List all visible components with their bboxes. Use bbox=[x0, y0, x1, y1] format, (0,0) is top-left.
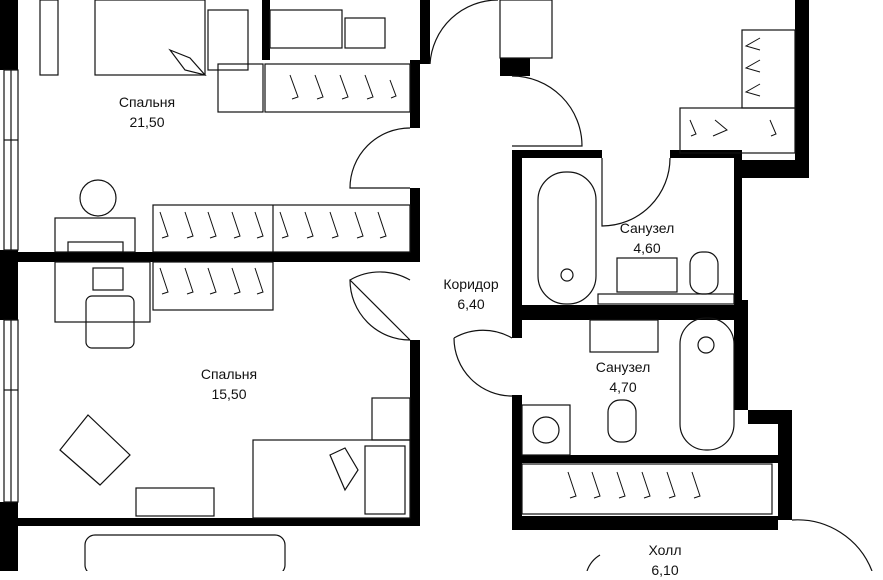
washing-machine bbox=[521, 404, 571, 456]
bathtub-1 bbox=[537, 171, 597, 305]
room-area: 21,50 bbox=[129, 114, 165, 130]
room-name: Коридор bbox=[443, 276, 499, 292]
room-label-corridor: Коридор 6,40 bbox=[416, 274, 526, 314]
room-name: Санузел bbox=[595, 359, 651, 375]
room-area: 6,40 bbox=[457, 296, 485, 312]
laptop bbox=[92, 267, 124, 291]
bed-bedroom-1 bbox=[94, 0, 206, 76]
radiator bbox=[135, 487, 215, 517]
room-name: Холл bbox=[648, 542, 682, 558]
room-label-bedroom-2: Спальня 15,50 bbox=[174, 364, 284, 404]
wardrobe-3 bbox=[152, 261, 274, 311]
room-name: Спальня bbox=[200, 366, 258, 382]
sofa bbox=[84, 534, 286, 571]
room-label-bedroom-1: Спальня 21,50 bbox=[92, 92, 202, 132]
room-area: 6,10 bbox=[651, 562, 679, 578]
round-table bbox=[79, 179, 117, 217]
room-name: Санузел bbox=[619, 220, 675, 236]
doors bbox=[349, 0, 873, 571]
desk-chair bbox=[85, 295, 135, 349]
room-label-bathroom-1: Санузел 4,60 bbox=[592, 218, 702, 258]
wardrobe-1 bbox=[264, 63, 411, 113]
sink-2 bbox=[589, 319, 659, 353]
room-area: 4,60 bbox=[633, 240, 661, 256]
room-name: Спальня bbox=[118, 94, 176, 110]
room-label-bathroom-2: Санузел 4,70 bbox=[568, 357, 678, 397]
furniture bbox=[39, 0, 796, 571]
wardrobe-4 bbox=[521, 463, 773, 515]
armchair bbox=[59, 414, 131, 486]
wardrobe-2 bbox=[152, 204, 411, 253]
room-label-hall: Холл 6,10 bbox=[610, 540, 720, 580]
bed-bedroom-2 bbox=[252, 439, 411, 519]
bathtub-2 bbox=[679, 317, 735, 451]
room-area: 15,50 bbox=[211, 386, 247, 402]
hangers bbox=[159, 37, 777, 499]
walls bbox=[0, 0, 809, 571]
sink-1 bbox=[616, 257, 678, 293]
toilet-1 bbox=[689, 251, 719, 295]
room-area: 4,70 bbox=[609, 379, 637, 395]
windows bbox=[3, 69, 19, 503]
toilet-2 bbox=[607, 399, 637, 443]
